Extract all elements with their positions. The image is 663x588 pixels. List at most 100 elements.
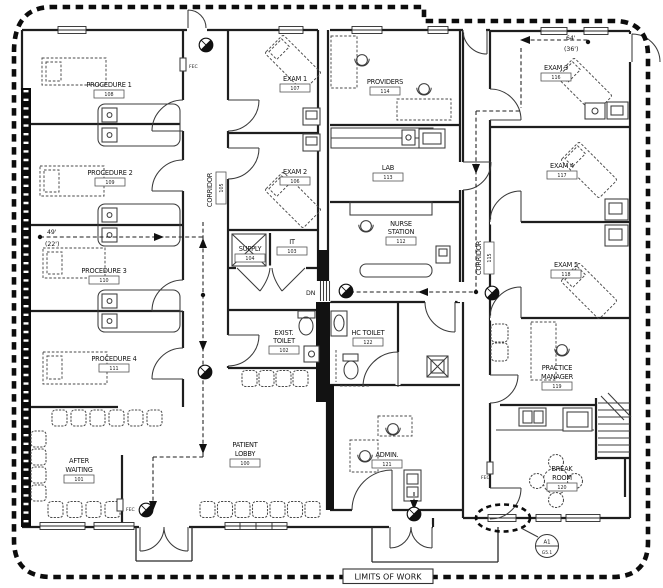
svg-text:NURSE: NURSE xyxy=(390,220,412,228)
limits-of-work-boundary xyxy=(11,4,651,580)
nurse-station-furniture xyxy=(349,201,451,278)
svg-text:WAITING: WAITING xyxy=(65,466,92,474)
admin-furniture xyxy=(349,415,422,502)
room-label-corridor-105: CORRIDOR 105 xyxy=(206,171,227,207)
dimension-right-secondary: (36') xyxy=(564,46,578,53)
providers-furniture xyxy=(330,35,452,121)
room-label-exam-2: EXAM 2 106 xyxy=(279,168,311,186)
room-labels: PROCEDURE 1 108 PROCEDURE 2 109 PROCEDUR… xyxy=(63,64,582,492)
exit-sign-icon xyxy=(198,37,214,53)
svg-text:CORRIDOR: CORRIDOR xyxy=(206,172,214,207)
room-label-practice-manager: PRACTICE MANAGER 119 xyxy=(541,364,574,391)
svg-text:110: 110 xyxy=(99,278,108,284)
lab-furniture xyxy=(330,127,446,149)
annotations: 49' (22') 64' (36') DN FEC FEC FEC xyxy=(45,35,578,513)
svg-text:LOBBY: LOBBY xyxy=(235,450,257,458)
svg-text:PROCEDURE 4: PROCEDURE 4 xyxy=(91,355,136,363)
dimension-right-primary: 64' xyxy=(566,35,576,42)
svg-text:115: 115 xyxy=(487,253,493,262)
svg-text:EXIST.: EXIST. xyxy=(275,329,294,337)
svg-text:SUPPLY: SUPPLY xyxy=(239,245,263,253)
svg-text:PROCEDURE 1: PROCEDURE 1 xyxy=(86,81,131,89)
svg-text:100: 100 xyxy=(240,461,249,467)
stair xyxy=(598,392,632,453)
svg-text:121: 121 xyxy=(382,462,391,468)
svg-text:LAB: LAB xyxy=(382,164,395,172)
doors xyxy=(139,9,661,552)
limits-of-work-label: LIMITS OF WORK xyxy=(342,568,434,585)
fec-cabinets xyxy=(116,57,494,512)
toilet-fixtures xyxy=(297,310,449,387)
svg-text:CORRIDOR: CORRIDOR xyxy=(475,240,483,275)
svg-text:117: 117 xyxy=(557,173,566,179)
fec-label-1: FEC xyxy=(189,64,198,70)
room-label-nurse-station: NURSE STATION 112 xyxy=(385,220,417,246)
svg-text:106: 106 xyxy=(290,179,299,185)
exit-sign-icon xyxy=(197,364,213,380)
dimension-left-primary: 49' xyxy=(47,229,57,236)
procedure-casework xyxy=(97,103,181,333)
svg-text:102: 102 xyxy=(279,348,288,354)
room-label-corridor-115: CORRIDOR 115 xyxy=(475,240,495,275)
dn-label: DN xyxy=(306,290,316,297)
room-label-lab: LAB 113 xyxy=(372,164,404,182)
room-label-supply: SUPPLY 104 xyxy=(234,245,266,263)
svg-text:120: 120 xyxy=(557,485,566,491)
room-label-patient-lobby: PATIENT LOBBY 100 xyxy=(229,441,261,468)
room-label-procedure-1: PROCEDURE 1 108 xyxy=(86,81,132,99)
svg-text:EXAM 3: EXAM 3 xyxy=(544,64,568,72)
room-label-exam-3: EXAM 3 116 xyxy=(540,64,572,82)
svg-text:EXAM 2: EXAM 2 xyxy=(283,168,307,176)
svg-text:EXAM 4: EXAM 4 xyxy=(550,162,574,170)
svg-text:PROCEDURE 3: PROCEDURE 3 xyxy=(81,267,126,275)
room-label-it: IT 103 xyxy=(276,238,308,256)
svg-text:116: 116 xyxy=(551,75,560,81)
svg-text:105: 105 xyxy=(219,183,225,192)
exit-sign-icon xyxy=(484,285,500,301)
exit-sign-icon xyxy=(138,502,154,518)
svg-text:103: 103 xyxy=(287,249,296,255)
windows xyxy=(39,26,609,530)
room-label-exam-4: EXAM 4 117 xyxy=(546,162,578,180)
room-label-procedure-2: PROCEDURE 2 109 xyxy=(87,169,133,187)
svg-text:HC TOILET: HC TOILET xyxy=(352,329,386,337)
svg-text:ROOM: ROOM xyxy=(552,474,572,482)
svg-text:PROCEDURE 2: PROCEDURE 2 xyxy=(87,169,132,177)
svg-text:114: 114 xyxy=(380,89,389,95)
room-label-procedure-3: PROCEDURE 3 110 xyxy=(81,267,127,285)
svg-text:ADMIN.: ADMIN. xyxy=(375,451,398,459)
room-label-exist-toilet: EXIST. TOILET 102 xyxy=(268,329,300,355)
svg-text:113: 113 xyxy=(383,175,392,181)
break-room-furniture xyxy=(496,407,594,509)
practice-manager-furniture xyxy=(490,321,570,381)
svg-text:PROVIDERS: PROVIDERS xyxy=(367,78,403,86)
egress-paths xyxy=(37,36,591,511)
structural-walls xyxy=(21,88,334,527)
svg-text:101: 101 xyxy=(74,477,83,483)
svg-text:MANAGER: MANAGER xyxy=(541,373,574,381)
exit-sign-icon xyxy=(406,506,422,522)
room-label-exam-5: EXAM 5 118 xyxy=(550,261,582,279)
exit-sign-icon xyxy=(338,283,354,299)
svg-text:AFTER: AFTER xyxy=(69,457,90,465)
svg-text:STATION: STATION xyxy=(388,228,415,236)
svg-text:112: 112 xyxy=(396,239,405,245)
exam-wall-units xyxy=(302,101,629,247)
callout-sheet: A1 xyxy=(543,540,550,546)
room-label-exam-1: EXAM 1 107 xyxy=(279,75,311,93)
svg-text:EXAM 1: EXAM 1 xyxy=(283,75,307,83)
procedure-tables xyxy=(39,57,108,385)
svg-text:IT: IT xyxy=(289,238,296,246)
room-label-break-room: BREAK ROOM 120 xyxy=(546,465,578,492)
fec-label-3: FEC xyxy=(481,475,490,481)
svg-text:EXAM 5: EXAM 5 xyxy=(554,261,578,269)
dn-stair xyxy=(319,281,331,301)
room-label-procedure-4: PROCEDURE 4 111 xyxy=(91,355,137,373)
callout-detail: G5.1 xyxy=(542,550,553,556)
waiting-chairs xyxy=(30,369,321,519)
svg-text:119: 119 xyxy=(552,384,561,390)
svg-text:BREAK: BREAK xyxy=(551,465,573,473)
svg-text:LIMITS OF WORK: LIMITS OF WORK xyxy=(354,573,422,582)
